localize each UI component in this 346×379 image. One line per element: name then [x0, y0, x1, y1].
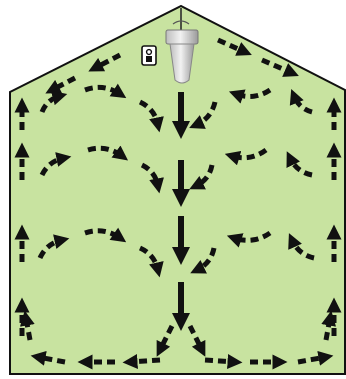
- wall-switch-icon: [142, 46, 156, 65]
